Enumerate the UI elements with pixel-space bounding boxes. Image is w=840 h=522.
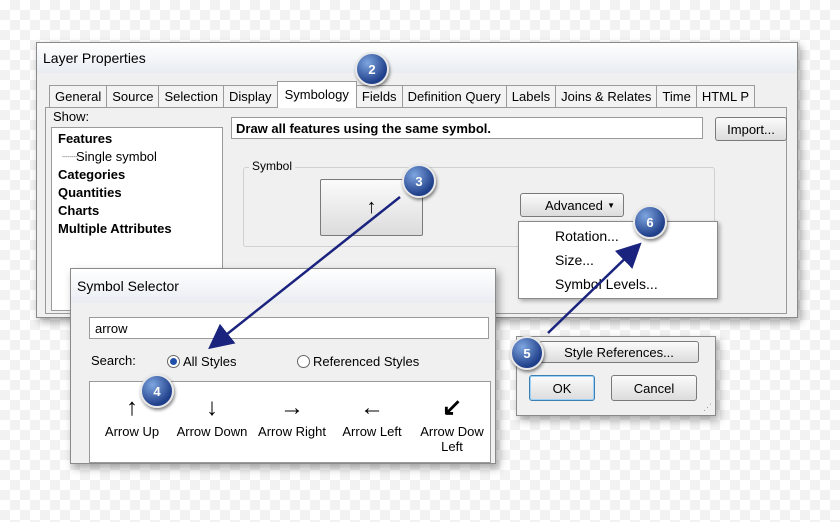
symbol-selector-titlebar: Symbol Selector — [71, 269, 495, 303]
tab-general[interactable]: General — [49, 85, 108, 108]
arrow-down-left-icon: ↙ — [441, 394, 463, 421]
tab-time[interactable]: Time — [656, 85, 697, 108]
tab-labels[interactable]: Labels — [505, 85, 557, 108]
style-references-button[interactable]: Style References... — [539, 341, 699, 363]
show-label: Show: — [53, 109, 90, 124]
symbol-label-line2: Left — [441, 439, 463, 454]
symbol-label: Arrow Up — [104, 424, 160, 439]
tab-fields[interactable]: Fields — [355, 85, 403, 108]
radio-selected-icon — [167, 355, 180, 368]
symbol-arrow-down-left[interactable]: ↙ Arrow Dow Left — [412, 394, 492, 454]
tab-source[interactable]: Source — [106, 85, 160, 108]
menu-item-rotation[interactable]: Rotation... — [555, 228, 619, 244]
search-input[interactable]: arrow — [89, 317, 489, 339]
radio-referenced-styles-label: Referenced Styles — [313, 354, 420, 369]
symbol-label: Arrow Down — [176, 424, 248, 439]
tree-charts[interactable]: Charts — [58, 203, 100, 218]
tree-single-symbol[interactable]: Single symbol — [76, 149, 157, 164]
tree-categories[interactable]: Categories — [58, 167, 126, 182]
import-button[interactable]: Import... — [715, 117, 787, 141]
search-value: arrow — [95, 320, 128, 336]
description-box: Draw all features using the same symbol. — [231, 117, 703, 139]
radio-all-styles-label: All Styles — [183, 354, 237, 369]
arrow-up-icon: ↑ — [126, 394, 138, 421]
arrow-left-icon: ← — [360, 394, 384, 421]
symbol-label: Arrow Left — [342, 424, 402, 439]
arrow-down-icon: ↓ — [206, 394, 218, 421]
menu-item-symbol-levels[interactable]: Symbol Levels... — [555, 276, 658, 292]
tree-quantities[interactable]: Quantities — [58, 185, 122, 200]
tab-html-popup[interactable]: HTML P — [695, 85, 756, 108]
step-badge-3: 3 — [402, 164, 436, 198]
tab-selection[interactable]: Selection — [158, 85, 224, 108]
window-title: Layer Properties — [43, 50, 146, 66]
menu-item-size[interactable]: Size... — [555, 252, 594, 268]
symbol-label: Arrow Dow — [420, 424, 484, 439]
radio-all-styles[interactable]: All Styles — [167, 354, 236, 369]
tab-definition-query[interactable]: Definition Query — [401, 85, 507, 108]
symbol-arrow-down[interactable]: ↓ Arrow Down — [172, 394, 252, 439]
tab-joins-relates[interactable]: Joins & Relates — [555, 85, 658, 108]
resize-grip-icon[interactable]: ⋰ — [703, 402, 712, 412]
symbol-arrow-up[interactable]: ↑ Arrow Up — [92, 394, 172, 439]
step-badge-2: 2 — [355, 52, 389, 86]
step-badge-4: 4 — [140, 374, 174, 408]
symbol-arrow-right[interactable]: → Arrow Right — [252, 394, 332, 439]
symbol-arrow-left[interactable]: ← Arrow Left — [332, 394, 412, 439]
step-badge-6: 6 — [633, 205, 667, 239]
symbol-selector-title: Symbol Selector — [77, 278, 179, 294]
tab-symbology[interactable]: Symbology — [276, 81, 357, 108]
ok-button[interactable]: OK — [529, 375, 595, 401]
tab-display[interactable]: Display — [222, 85, 278, 108]
tree-multiple-attributes[interactable]: Multiple Attributes — [58, 221, 172, 236]
symbol-selector-window: Symbol Selector arrow Search: All Styles… — [70, 268, 496, 464]
arrow-right-icon: → — [280, 394, 304, 421]
tab-strip: General Source Selection Display Symbolo… — [49, 81, 756, 108]
symbol-group-label: Symbol — [249, 159, 296, 173]
cancel-button[interactable]: Cancel — [611, 375, 697, 401]
radio-unselected-icon — [297, 355, 310, 368]
tree-connector: ┈┈ — [62, 149, 78, 164]
tree-features[interactable]: Features — [58, 131, 113, 146]
advanced-button[interactable]: Advanced ▼ — [520, 193, 624, 217]
advanced-label: Advanced — [545, 197, 603, 213]
advanced-menu: Rotation... Size... Symbol Levels... — [518, 221, 718, 299]
dropdown-arrow-icon: ▼ — [607, 200, 615, 210]
step-badge-5: 5 — [510, 336, 544, 370]
symbol-label: Arrow Right — [258, 424, 326, 439]
layer-properties-titlebar: Layer Properties — [37, 43, 797, 73]
radio-referenced-styles[interactable]: Referenced Styles — [297, 354, 419, 369]
dialog-buttons-fragment: Style References... OK Cancel ⋰ — [516, 336, 716, 416]
search-label: Search: — [91, 353, 136, 368]
description-text: Draw all features using the same symbol. — [236, 120, 492, 136]
